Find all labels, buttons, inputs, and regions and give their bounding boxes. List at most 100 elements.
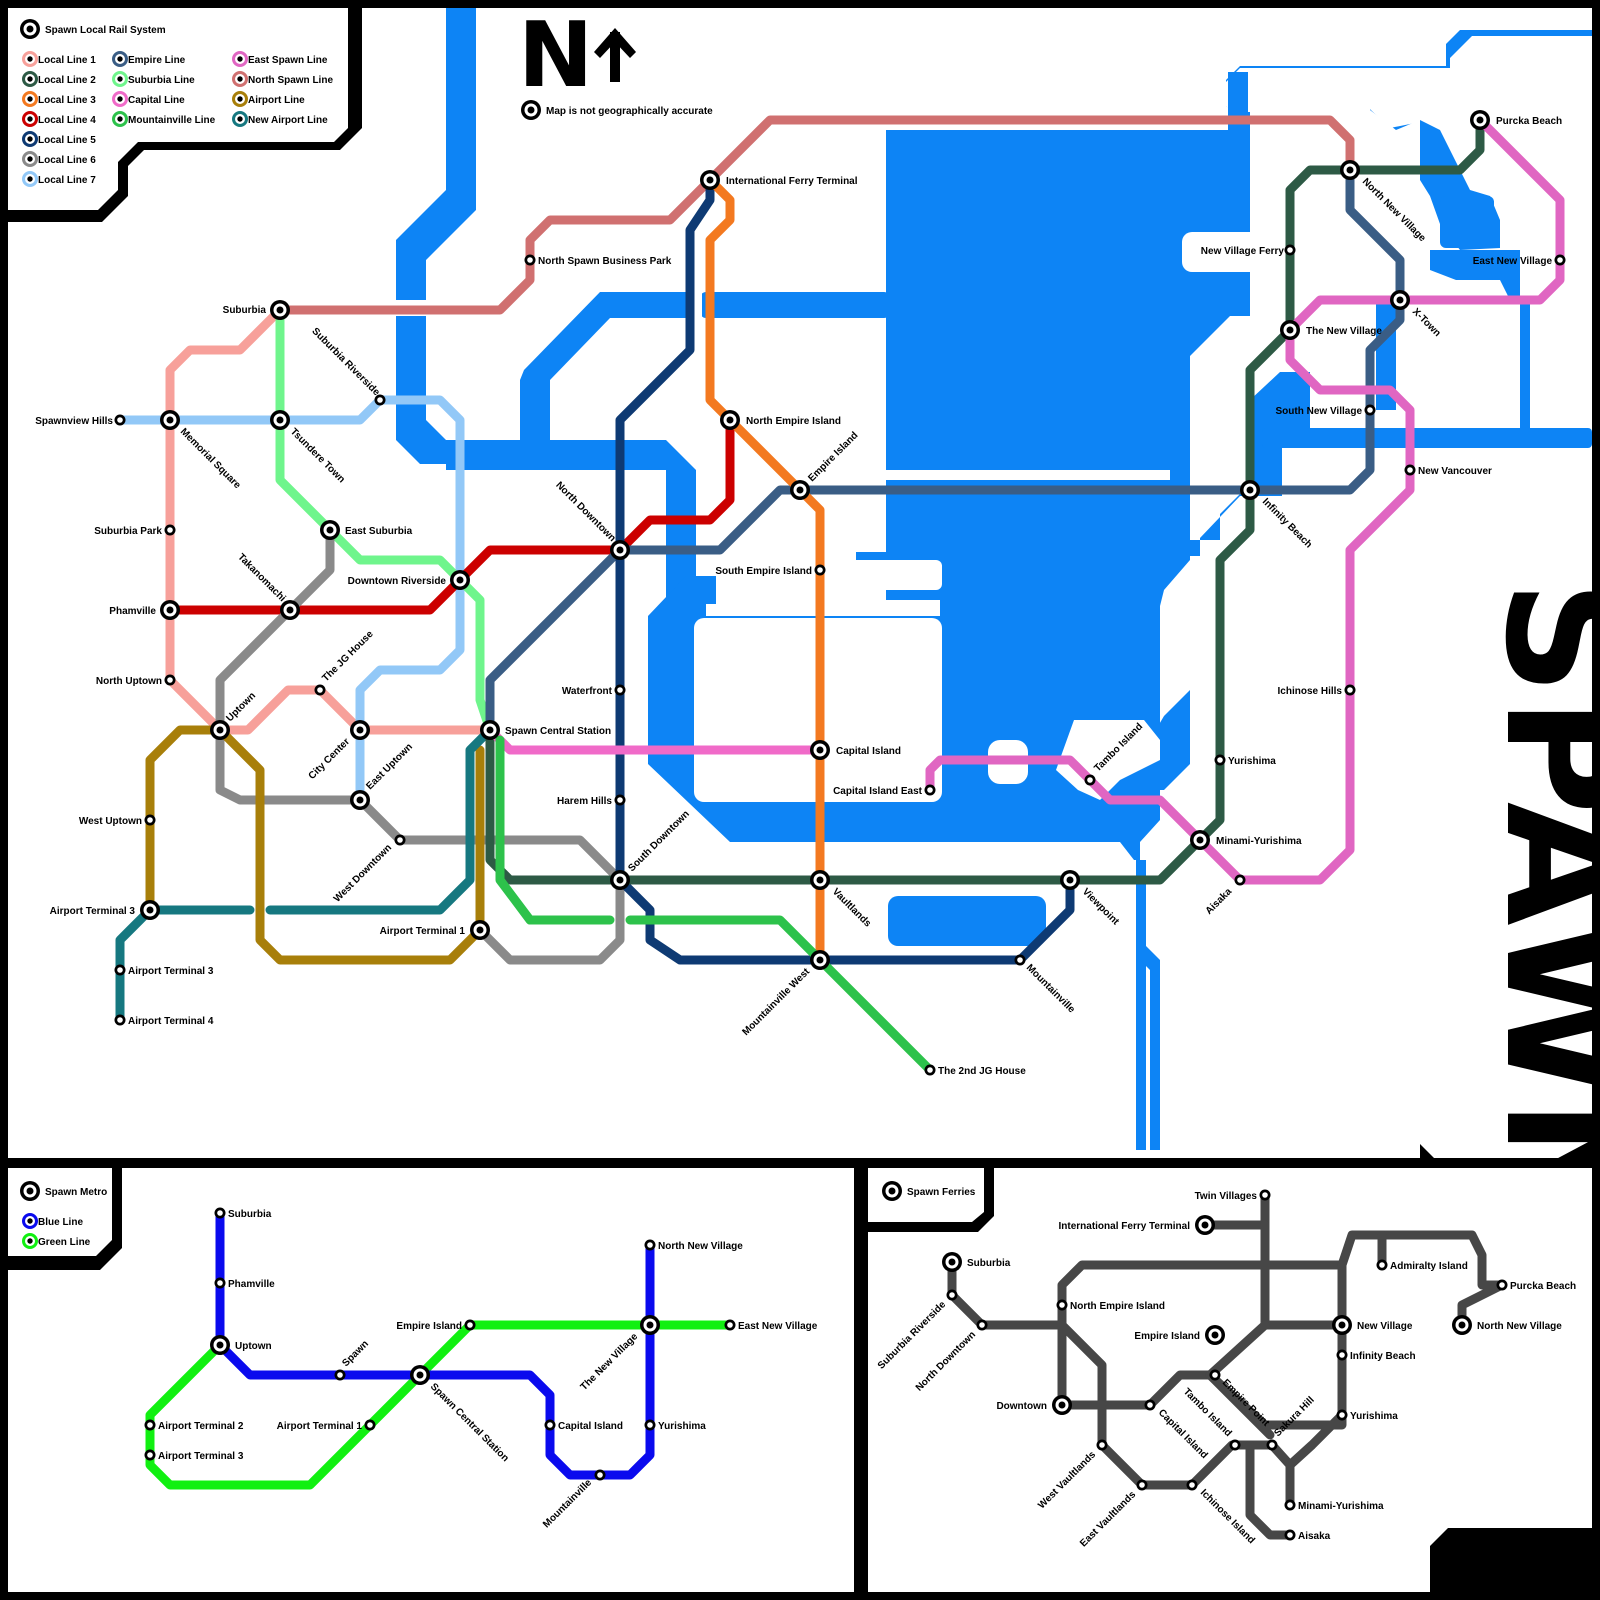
station-label: The 2nd JG House	[938, 1066, 1026, 1077]
metro-station-label: Phamville	[228, 1279, 275, 1290]
metro-station-marker	[215, 1208, 226, 1219]
station-marker	[615, 795, 626, 806]
ferry-station-marker	[1285, 1530, 1296, 1541]
station-marker	[450, 570, 470, 590]
station-marker	[210, 720, 230, 740]
station-label: North Empire Island	[746, 416, 841, 427]
ferry-station-marker	[1210, 1370, 1221, 1381]
station-label: North Uptown	[96, 676, 162, 687]
title-station-icon	[20, 19, 40, 39]
metro-station-label: North New Village	[658, 1241, 743, 1252]
metro-station-marker	[145, 1450, 156, 1461]
metro-station-marker	[595, 1470, 606, 1481]
ferry-station-label: Downtown	[996, 1401, 1047, 1412]
ferry-station-marker	[1267, 1440, 1278, 1451]
station-marker	[1235, 875, 1246, 886]
ferry-station-marker	[1452, 1315, 1472, 1335]
legend-label: Local Line 3	[38, 95, 96, 106]
station-marker	[320, 520, 340, 540]
station-marker	[470, 920, 490, 940]
ferry-station-marker	[1057, 1300, 1068, 1311]
station-label: Downtown Riverside	[348, 576, 447, 587]
station-label: Airport Terminal 3	[50, 906, 136, 917]
ferry-station-marker	[1205, 1325, 1225, 1345]
metro-station-label: Capital Island	[558, 1421, 623, 1432]
station-label: Spawn Central Station	[505, 726, 611, 737]
station-marker	[1085, 775, 1096, 786]
station-marker	[925, 785, 936, 796]
ferry-station-marker	[1497, 1280, 1508, 1291]
metro-station-label: Airport Terminal 1	[277, 1421, 363, 1432]
station-marker	[280, 600, 300, 620]
station-label: Ichinose Hills	[1278, 686, 1343, 697]
station-label: The New Village	[1306, 326, 1382, 337]
station-marker	[720, 410, 740, 430]
station-label: Yurishima	[1228, 756, 1276, 767]
metro-title-icon	[20, 1181, 40, 1201]
legend-label: Empire Line	[128, 55, 186, 66]
station-label: East Suburbia	[345, 526, 413, 537]
legend-label: Local Line 4	[38, 115, 96, 126]
ferry-station-label: International Ferry Terminal	[1058, 1221, 1190, 1232]
metro-station-label: Suburbia	[228, 1209, 272, 1220]
station-label: West Uptown	[79, 816, 142, 827]
station-marker	[350, 720, 370, 740]
station-marker	[165, 675, 176, 686]
station-label: South Empire Island	[715, 566, 812, 577]
legend-label: Local Line 5	[38, 135, 96, 146]
station-marker	[1340, 160, 1360, 180]
metro-station-marker	[545, 1420, 556, 1431]
metro-title: Spawn Metro	[45, 1187, 107, 1198]
station-marker	[810, 870, 830, 890]
station-label: New Vancouver	[1418, 466, 1492, 477]
ferry-station-label: Purcka Beach	[1510, 1281, 1576, 1292]
station-label: Minami-Yurishima	[1216, 836, 1302, 847]
legend-label: Local Line 7	[38, 175, 96, 186]
ferry-title: Spawn Ferries	[907, 1187, 976, 1198]
ferry-title-icon	[882, 1181, 902, 1201]
ferry-station-marker	[977, 1320, 988, 1331]
station-marker	[1390, 290, 1410, 310]
station-label: Waterfront	[562, 686, 613, 697]
ferry-station-marker	[1332, 1315, 1352, 1335]
station-label: Capital Island East	[833, 786, 923, 797]
ferry-station-label: Yurishima	[1350, 1411, 1398, 1422]
metro-station-label: Airport Terminal 2	[158, 1421, 244, 1432]
station-label: South New Village	[1276, 406, 1363, 417]
ferry-station-marker	[1230, 1440, 1241, 1451]
metro-legend-label: Blue Line	[38, 1217, 83, 1228]
station-label: Spawnview Hills	[35, 416, 113, 427]
legend-label: Mountainville Line	[128, 115, 216, 126]
metro-station-marker	[645, 1240, 656, 1251]
station-marker	[1345, 685, 1356, 696]
metro-station-marker	[365, 1420, 376, 1431]
station-label: Airport Terminal 1	[380, 926, 466, 937]
station-label: North Spawn Business Park	[538, 256, 672, 267]
ferry-station-label: Aisaka	[1298, 1531, 1331, 1542]
ferry-station-marker	[1337, 1410, 1348, 1421]
station-marker	[1285, 245, 1296, 256]
legend-label: New Airport Line	[248, 115, 328, 126]
ferry-station-marker	[1187, 1480, 1198, 1491]
ferry-station-marker	[1337, 1350, 1348, 1361]
station-marker	[925, 1065, 936, 1076]
station-label: Suburbia Park	[94, 526, 162, 537]
station-label: Purcka Beach	[1496, 116, 1562, 127]
ferry-station-marker	[1052, 1395, 1072, 1415]
station-marker	[1280, 320, 1300, 340]
station-marker	[315, 685, 326, 696]
station-label: International Ferry Terminal	[726, 176, 858, 187]
station-marker	[1060, 870, 1080, 890]
ferry-station-label: North New Village	[1477, 1321, 1562, 1332]
ferry-station-label: North Empire Island	[1070, 1301, 1165, 1312]
legend-label: Local Line 6	[38, 155, 96, 166]
brand-title: SPAWN	[1470, 580, 1600, 1235]
station-marker	[395, 835, 406, 846]
ferry-station-label: Minami-Yurishima	[1298, 1501, 1384, 1512]
station-marker	[815, 565, 826, 576]
ferry-station-label: Twin Villages	[1195, 1191, 1258, 1202]
station-label: Capital Island	[836, 746, 901, 757]
station-label: Phamville	[109, 606, 156, 617]
